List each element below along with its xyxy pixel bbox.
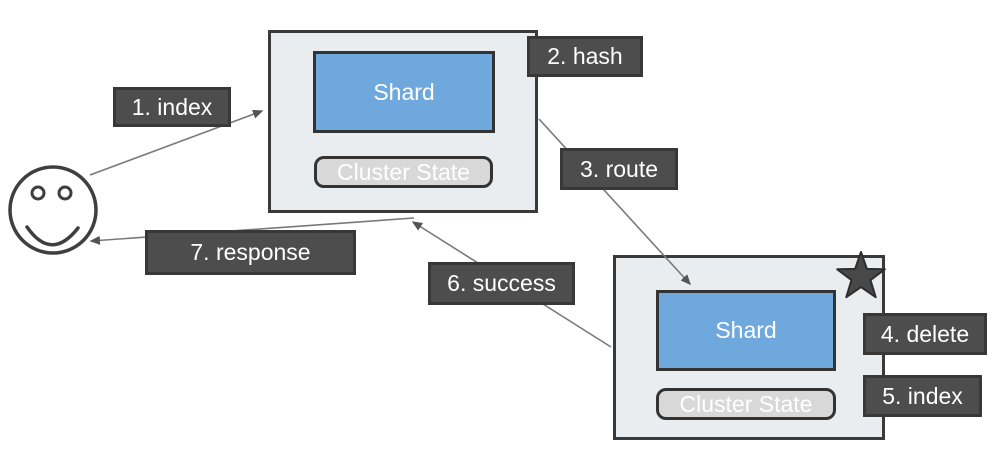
step-label-5-index-text: 5. index — [882, 382, 963, 409]
step-label-5-index: 5. index — [863, 375, 982, 417]
node-2-shard: Shard — [656, 290, 836, 371]
node-1-cluster-state: Cluster State — [314, 156, 493, 188]
step-label-3-route: 3. route — [560, 148, 678, 190]
node-2-cluster-state-label: Cluster State — [679, 390, 813, 417]
step-label-1-index-text: 1. index — [131, 93, 213, 120]
node-2-cluster-state: Cluster State — [656, 388, 836, 420]
step-label-2-hash: 2. hash — [527, 36, 643, 77]
step-label-7-response: 7. response — [145, 230, 356, 275]
node-1-cluster-state-label: Cluster State — [337, 158, 470, 185]
node-2-shard-label: Shard — [715, 317, 777, 343]
step-label-6-success-text: 6. success — [447, 270, 556, 296]
smiley-face-icon — [8, 165, 98, 255]
step-label-7-response-text: 7. response — [190, 239, 311, 265]
step-label-4-delete-text: 4. delete — [880, 320, 970, 347]
step-label-2-hash-text: 2. hash — [547, 43, 623, 69]
step-label-3-route-text: 3. route — [580, 155, 658, 182]
node-1-shard: Shard — [313, 51, 495, 133]
step-label-1-index: 1. index — [113, 87, 231, 127]
node-1-shard-label: Shard — [373, 78, 435, 105]
step-label-6-success: 6. success — [428, 262, 575, 305]
step-label-4-delete: 4. delete — [863, 313, 987, 355]
